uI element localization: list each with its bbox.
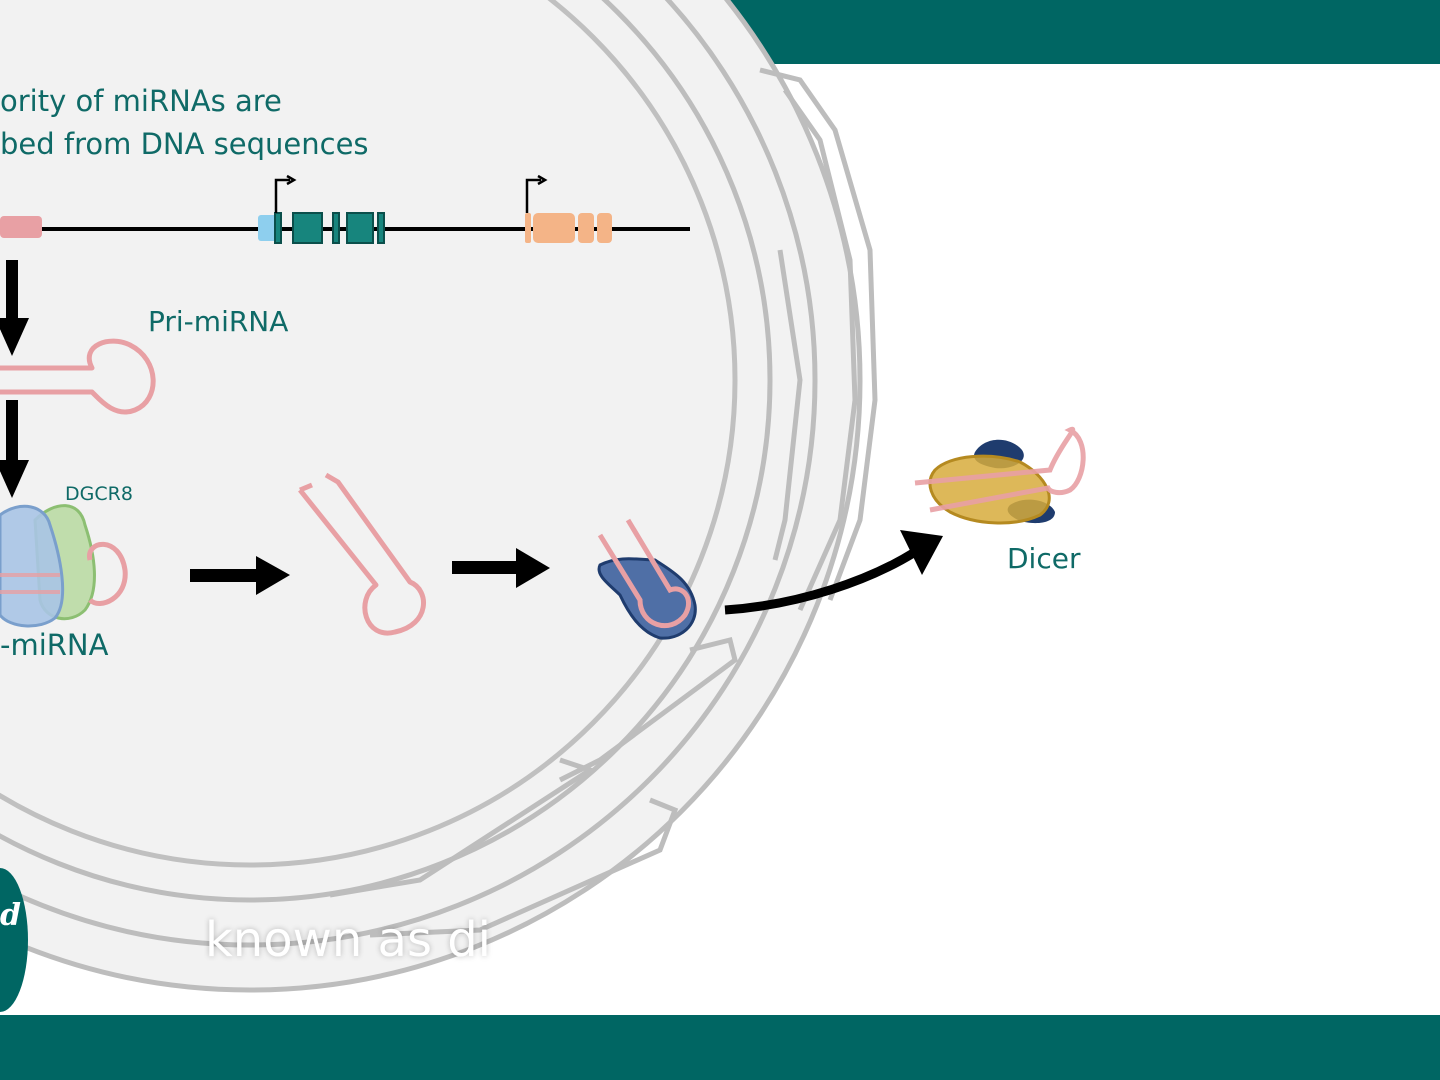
bottom-banner bbox=[0, 1015, 1440, 1080]
exportin5-complex bbox=[597, 518, 697, 640]
gene2-utr bbox=[258, 215, 278, 241]
subtitle-chinese: 称 dicer 去 bbox=[585, 985, 839, 1015]
dicer-label: Dicer bbox=[1007, 542, 1081, 575]
curved-arrow bbox=[724, 548, 918, 615]
intro-line-1: ority of miRNAs are bbox=[0, 84, 282, 118]
logo-badge: d bbox=[0, 868, 28, 1012]
gene1-exon bbox=[0, 216, 42, 238]
intro-text: ority of miRNAs are bed from DNA sequenc… bbox=[0, 80, 369, 166]
transcription-start-arrow bbox=[274, 178, 290, 213]
down-arrow bbox=[0, 260, 29, 498]
dna-strand bbox=[0, 174, 690, 244]
dgcr8-label: DGCR8 bbox=[65, 483, 133, 505]
transcription-start-arrow bbox=[525, 178, 541, 213]
dicer-enzyme bbox=[914, 426, 1086, 525]
intro-line-2: bed from DNA sequences bbox=[0, 127, 369, 161]
mirna-biogenesis-diagram: d bbox=[0, 0, 1086, 1012]
svg-text:d: d bbox=[0, 898, 21, 933]
pri-mirna-hairpin bbox=[0, 338, 156, 415]
pri-mirna-label: Pri-miRNA bbox=[148, 305, 289, 338]
microprocessor-complex bbox=[0, 504, 128, 628]
pre-mirna-hairpin bbox=[298, 472, 426, 636]
pre-mirna-label: -miRNA bbox=[0, 628, 109, 662]
right-arrow bbox=[190, 548, 550, 595]
subtitle-english: known as di bbox=[205, 912, 492, 968]
